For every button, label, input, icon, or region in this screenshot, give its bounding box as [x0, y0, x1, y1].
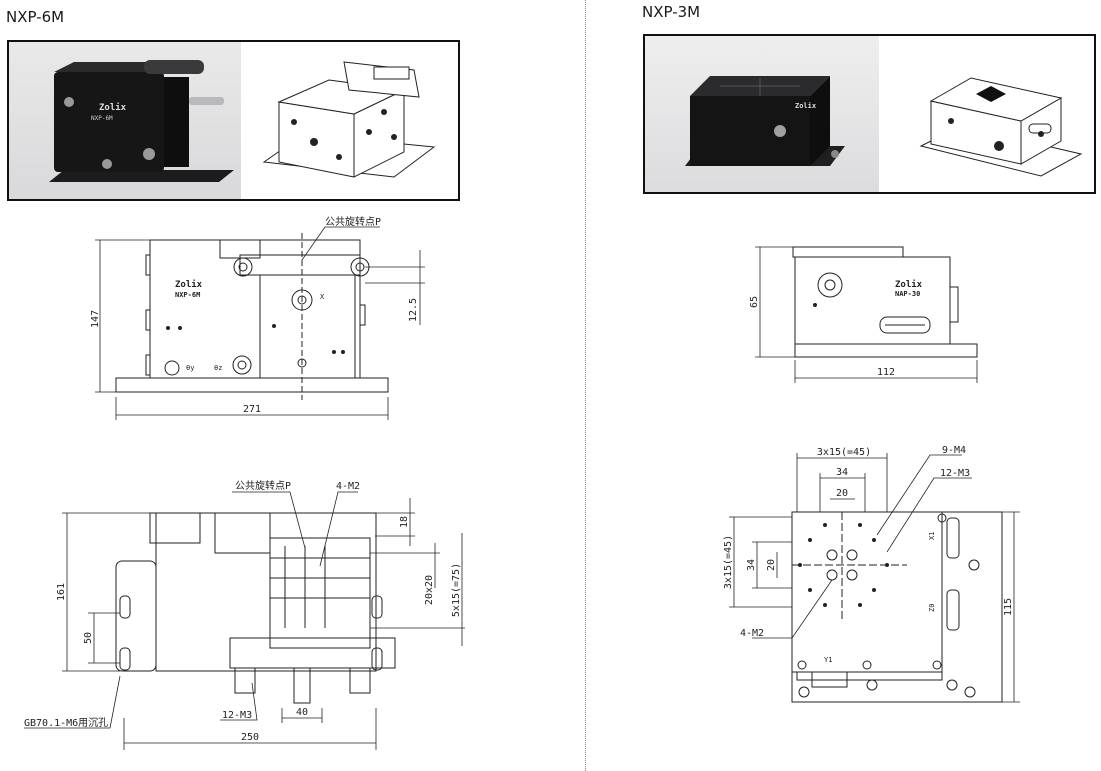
right-top-y1-label: Y1	[824, 656, 832, 664]
left-product-render	[262, 61, 436, 178]
left-side-pivot-callout: 公共旋转点P	[325, 215, 381, 228]
left-top-counterbore-callout: GB70.1-M6用沉孔	[24, 716, 108, 729]
right-top-height-dim: 115	[1003, 598, 1014, 616]
right-top-pattern-callout: 3x15(=45)	[817, 447, 871, 458]
left-side-thetaz-label: θz	[214, 364, 222, 372]
left-side-model: NXP-6M	[175, 291, 200, 299]
left-side-width-dim: 271	[243, 404, 261, 415]
left-title: NXP-6M	[6, 8, 65, 26]
left-side-height-dim: 147	[90, 310, 101, 328]
left-top-mount-callout: 12-M3	[222, 710, 252, 721]
column-divider	[585, 0, 586, 771]
left-top-spacing-dim: 40	[296, 707, 308, 718]
left-side-x-label: X	[320, 293, 325, 301]
right-side-view-drawing: 65 112 Zolix NAP-30	[749, 246, 978, 383]
left-top-pattern-dim: 5x15(=75)	[451, 563, 462, 617]
right-top-20-v: 20	[766, 559, 777, 571]
right-product-render	[919, 77, 1083, 177]
right-top-z0-label: Z0	[928, 604, 936, 612]
right-top-thread-c: 4-M2	[740, 628, 764, 639]
left-top-height-dim: 161	[56, 583, 67, 601]
right-title: NXP-3M	[642, 3, 701, 21]
left-side-thetay-label: θy	[186, 364, 194, 372]
photo-brand-label: Zolix	[99, 102, 127, 113]
right-side-brand: Zolix	[895, 279, 923, 290]
left-top-pivot-callout: 公共旋转点P	[235, 479, 291, 492]
right-top-x1-label: X1	[928, 532, 936, 540]
left-top-view-drawing: 公共旋转点P 4-M2 12-M3 GB70.1-M6用沉孔 161 50 25…	[24, 479, 465, 750]
right-top-20-h: 20	[836, 488, 848, 499]
left-side-brand: Zolix	[175, 279, 203, 290]
right-side-model: NAP-30	[895, 290, 920, 298]
right-photo-brand: Zolix	[795, 102, 817, 110]
right-side-height-dim: 65	[749, 296, 760, 308]
right-product-photo: Zolix	[645, 36, 879, 192]
right-top-view-drawing: 3x15(=45) 9-M4 12-M3 4-M2 34 20 3x15(=45…	[723, 445, 1020, 703]
left-top-width-dim: 250	[241, 732, 259, 743]
left-photo-panel: Zolix NXP-6M	[7, 40, 460, 201]
right-top-thread-b: 12-M3	[940, 468, 970, 479]
left-top-grid-dim: 20x20	[424, 575, 435, 605]
left-side-view-drawing: 公共旋转点P 147 271 12.5 Zolix NXP-6M X θy θz	[90, 215, 425, 420]
right-top-34-v: 34	[746, 559, 757, 571]
right-side-width-dim: 112	[877, 367, 895, 378]
photo-model-label: NXP-6M	[91, 115, 113, 122]
right-top-34-h: 34	[836, 467, 848, 478]
left-side-offset-dim: 12.5	[408, 298, 419, 322]
right-photo-panel: Zolix	[643, 34, 1096, 194]
left-top-slot-dim: 50	[83, 632, 94, 644]
left-top-thread-callout: 4-M2	[336, 481, 360, 492]
left-product-photo: Zolix NXP-6M	[9, 42, 241, 199]
right-top-thread-a: 9-M4	[942, 445, 966, 456]
right-top-pattern-v: 3x15(=45)	[723, 535, 734, 589]
left-top-18-dim: 18	[399, 516, 410, 528]
